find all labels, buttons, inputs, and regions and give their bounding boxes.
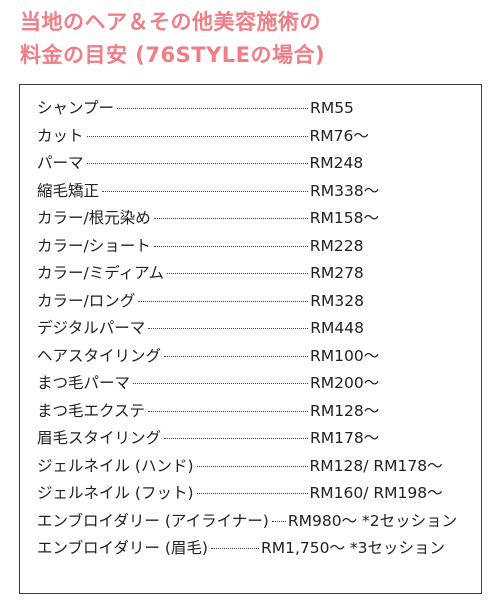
item-price: RM448 bbox=[310, 319, 364, 337]
dotted-leader bbox=[148, 410, 309, 412]
item-price: RM128〜 bbox=[310, 401, 380, 420]
item-name: カラー/ロング bbox=[37, 291, 136, 310]
item-price: RM158〜 bbox=[309, 209, 379, 227]
dotted-leader bbox=[164, 438, 309, 439]
item-name: エンブロイダリー (アイライナー) bbox=[37, 511, 269, 530]
price-row: カラー/ロング RM328 bbox=[37, 288, 477, 316]
price-row: シャンプー RM55 bbox=[37, 95, 477, 123]
item-name: カラー/ミディアム bbox=[37, 264, 165, 282]
price-row: カラー/ミディアム RM278 bbox=[37, 260, 477, 288]
item-name: 縮毛矯正 bbox=[37, 181, 100, 200]
price-row: まつ毛パーマ RM200〜 bbox=[37, 370, 477, 398]
dotted-leader bbox=[153, 245, 308, 247]
item-price: RM248 bbox=[309, 154, 364, 172]
dotted-leader bbox=[133, 383, 309, 384]
item-price: RM1,750〜 *3セッション bbox=[260, 539, 445, 557]
price-list-box: シャンプー RM55 カット RM76〜パーマ RM248 縮毛矯正 RM338〜カラー/根… bbox=[19, 84, 482, 594]
item-name: ジェルネイル (ハンド) bbox=[37, 456, 194, 475]
item-price: RM160/ RM198〜 bbox=[309, 484, 443, 502]
price-row: ジェルネイル (フット) RM160/ RM198〜 bbox=[37, 480, 477, 508]
dotted-leader bbox=[138, 300, 309, 302]
dotted-leader bbox=[210, 548, 259, 549]
dotted-leader bbox=[271, 520, 286, 522]
price-row: カラー/根元染め RM158〜 bbox=[37, 205, 477, 233]
dotted-leader bbox=[153, 218, 308, 219]
dotted-leader bbox=[148, 328, 309, 329]
price-row: パーマ RM248 bbox=[37, 150, 477, 178]
price-row: まつ毛エクステ RM128〜 bbox=[37, 398, 477, 426]
price-row: ヘアスタイリング RM100〜 bbox=[37, 343, 477, 371]
price-row: 縮毛矯正 RM338〜 bbox=[37, 178, 477, 206]
dotted-leader bbox=[196, 493, 308, 494]
item-price: RM228 bbox=[309, 236, 364, 255]
item-name: カラー/ショート bbox=[37, 236, 151, 255]
item-name: カット bbox=[37, 126, 84, 145]
item-name: パーマ bbox=[37, 154, 84, 172]
item-name: まつ毛エクステ bbox=[37, 401, 146, 420]
item-price: RM278 bbox=[310, 264, 364, 282]
page-title: 当地のヘア＆その他美容施術の 料金の目安 (76STYLEの場合) bbox=[20, 6, 490, 72]
price-row: 眉毛スタイリング RM178〜 bbox=[37, 425, 477, 453]
price-row: エンブロイダリー (眉毛) RM1,750〜 *3セッション bbox=[37, 535, 477, 563]
item-name: 眉毛スタイリング bbox=[37, 429, 162, 447]
dotted-leader bbox=[164, 355, 309, 357]
title-line-2: 料金の目安 (76STYLEの場合) bbox=[20, 43, 326, 67]
item-price: RM178〜 bbox=[310, 429, 380, 447]
item-name: エンブロイダリー (眉毛) bbox=[37, 539, 208, 557]
item-price: RM980〜 *2セッション bbox=[287, 511, 458, 530]
price-row: デジタルパーマ RM448 bbox=[37, 315, 477, 343]
item-price: RM200〜 bbox=[310, 374, 380, 392]
price-row: エンブロイダリー (アイライナー) RM980〜 *2セッション bbox=[37, 508, 477, 536]
item-price: RM76〜 bbox=[309, 126, 369, 145]
item-price: RM328 bbox=[310, 291, 364, 310]
item-name: まつ毛パーマ bbox=[37, 374, 131, 392]
dotted-leader bbox=[86, 163, 308, 164]
price-row: カラー/ショート RM228 bbox=[37, 233, 477, 261]
dotted-leader bbox=[196, 465, 308, 467]
item-price: RM55 bbox=[310, 99, 354, 117]
item-name: カラー/根元染め bbox=[37, 209, 151, 227]
dotted-leader bbox=[167, 273, 309, 274]
item-name: デジタルパーマ bbox=[37, 319, 146, 337]
item-name: シャンプー bbox=[37, 99, 115, 117]
price-row: カット RM76〜 bbox=[37, 123, 477, 151]
dotted-leader bbox=[102, 190, 309, 192]
dotted-leader bbox=[86, 135, 308, 137]
price-row: ジェルネイル (ハンド) RM128/ RM178〜 bbox=[37, 453, 477, 481]
price-list: シャンプー RM55 カット RM76〜パーマ RM248 縮毛矯正 RM338〜カラー/根… bbox=[37, 95, 477, 563]
title-line-1: 当地のヘア＆その他美容施術の bbox=[20, 10, 321, 34]
item-name: ジェルネイル (フット) bbox=[37, 484, 194, 502]
item-price: RM128/ RM178〜 bbox=[309, 456, 443, 475]
item-price: RM338〜 bbox=[310, 181, 380, 200]
dotted-leader bbox=[117, 108, 309, 109]
item-name: ヘアスタイリング bbox=[37, 346, 162, 365]
item-price: RM100〜 bbox=[310, 346, 380, 365]
